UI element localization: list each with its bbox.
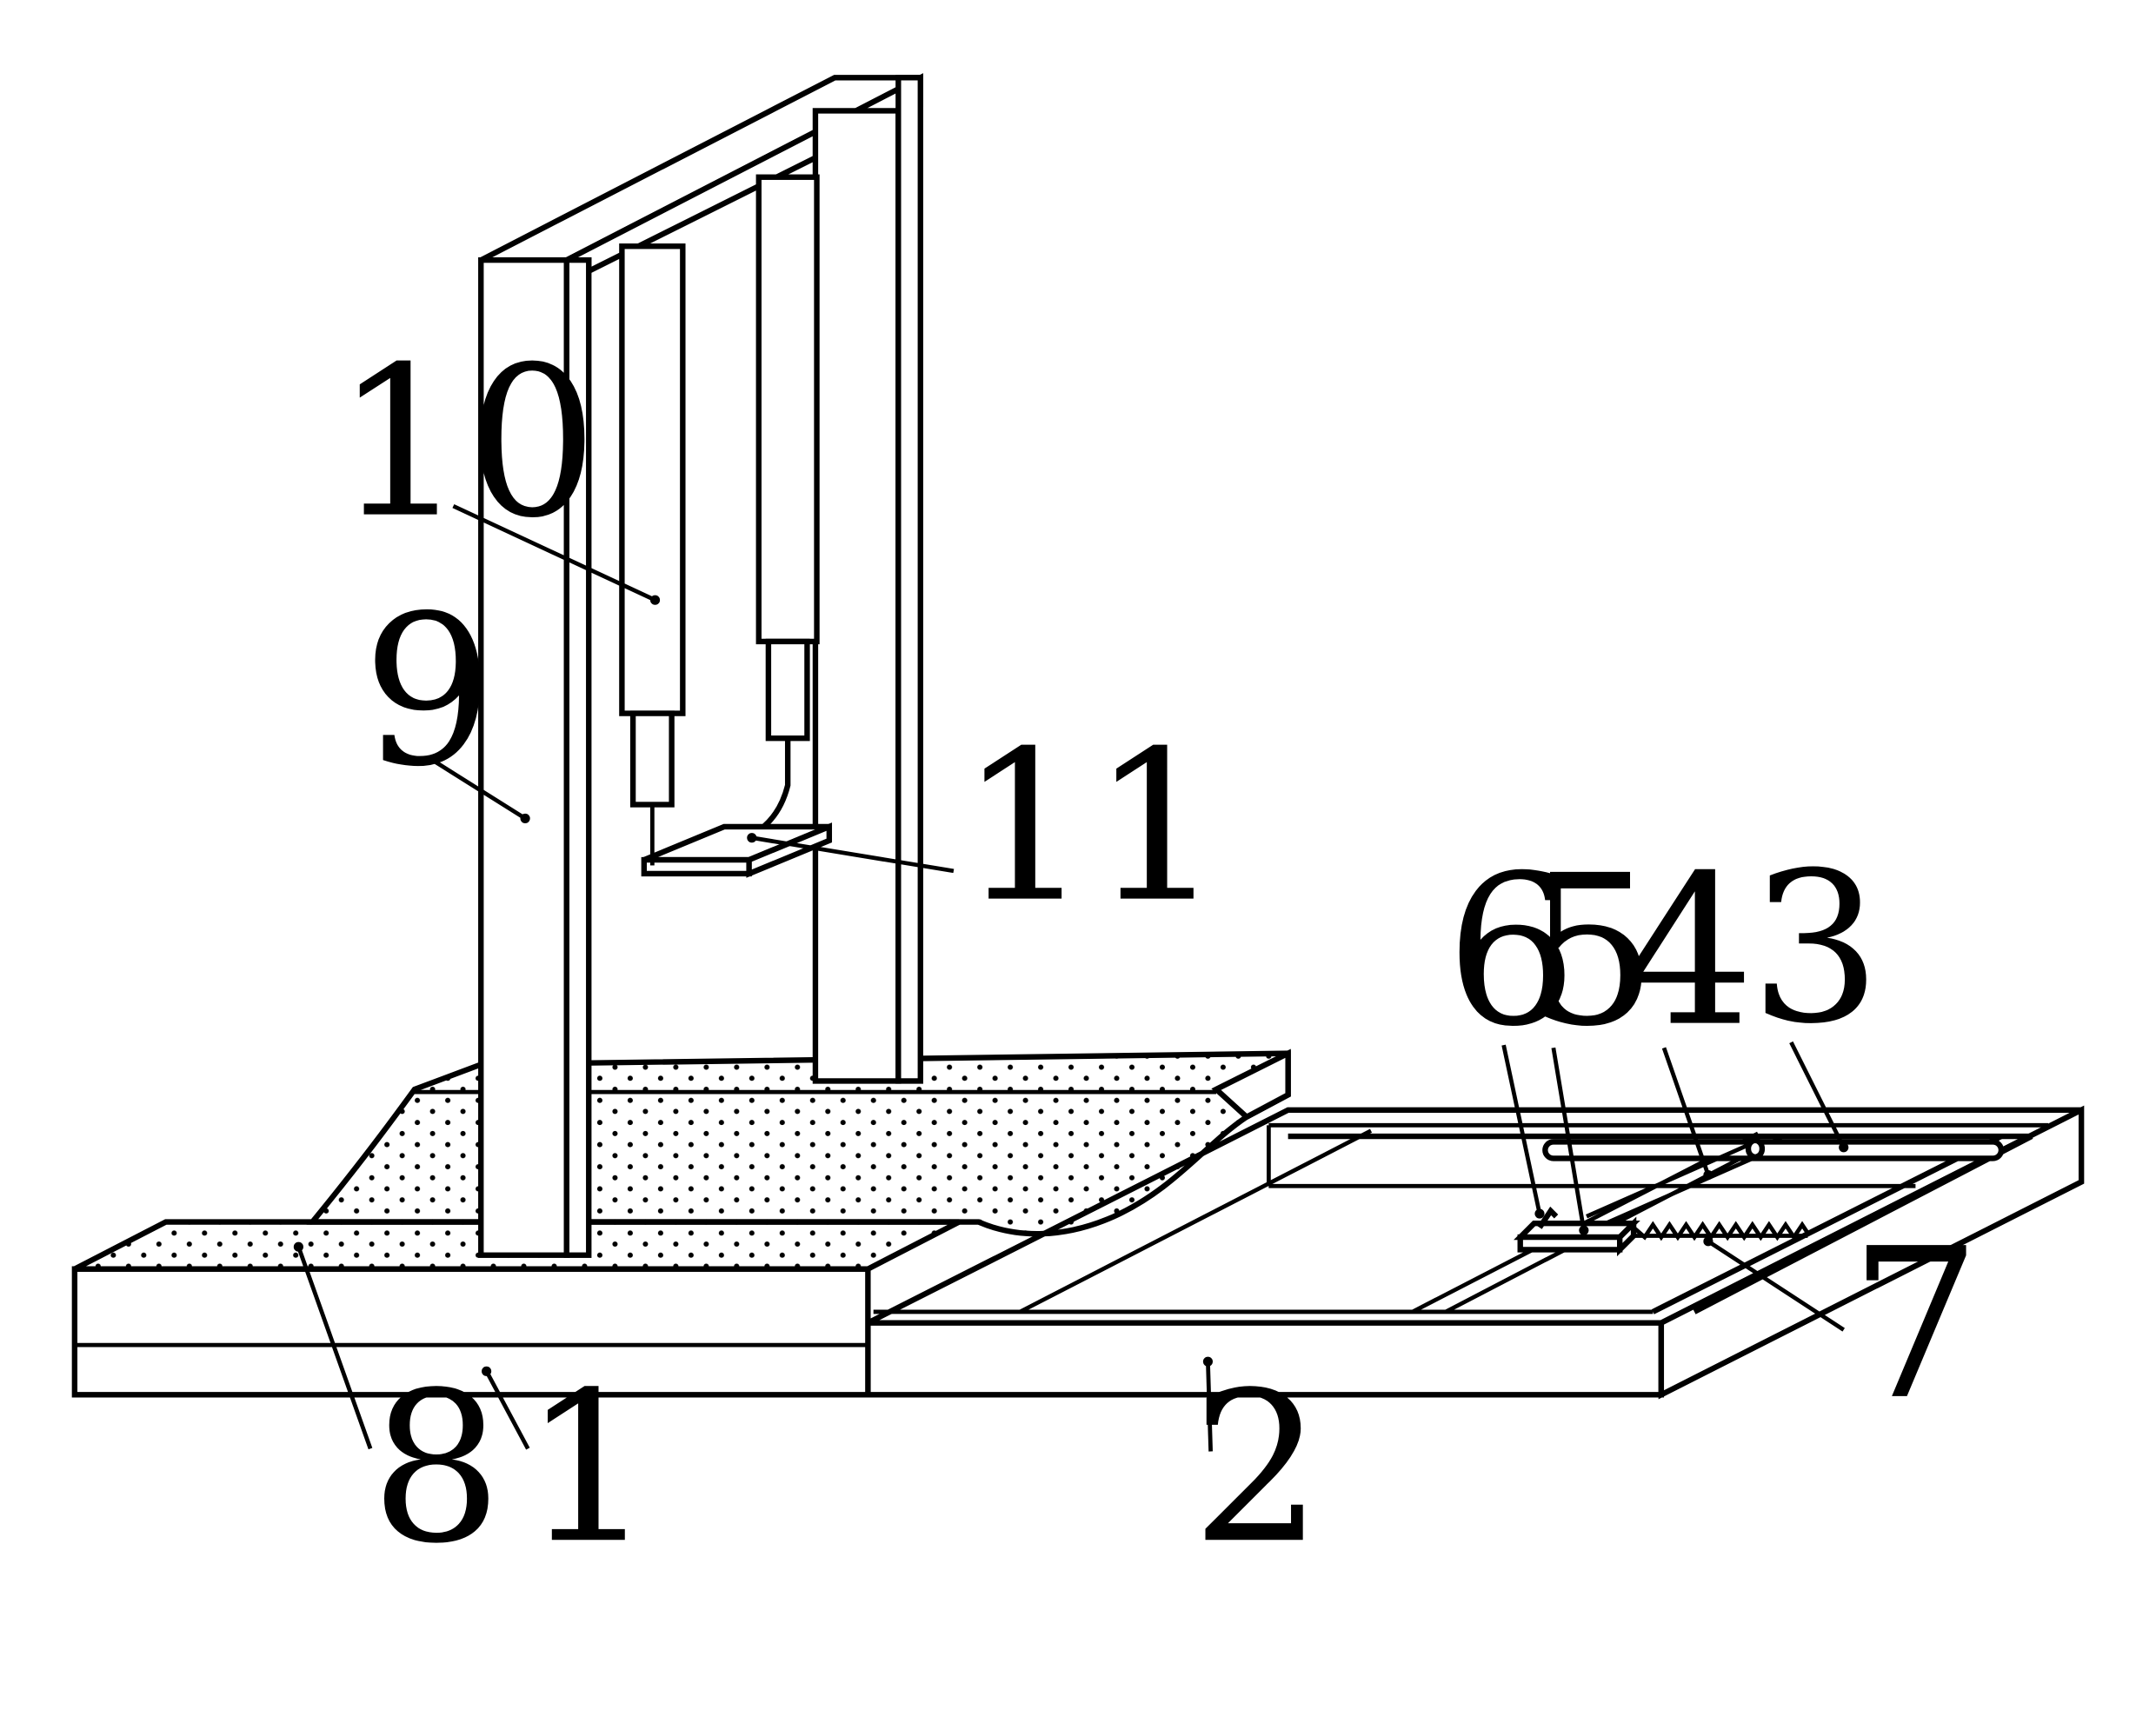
callout-11: 11 [959,708,1222,948]
callout-10: 10 [335,323,598,564]
serrated-rack [1632,1221,1810,1241]
callout-5: 5 [1526,832,1658,1073]
slot-track [1542,1139,2005,1161]
callout-4: 4 [1622,832,1754,1073]
callout-2: 2 [1191,1348,1323,1589]
leader-lines [293,503,1849,1452]
right-base-plate [865,1105,2085,1400]
callout-6: 6 [1446,832,1578,1073]
callout-9: 9 [363,572,495,813]
callout-labels: 10 9 11 6 5 4 3 7 8 1 2 [335,323,1981,1590]
callout-3: 3 [1750,829,1882,1070]
hydraulic-cylinders [619,174,820,855]
callout-7: 7 [1849,1205,1981,1446]
pressing-plate [641,822,833,878]
callout-1: 1 [522,1348,655,1589]
callout-8: 8 [370,1348,502,1589]
slider-block [1514,1206,1640,1257]
slide-rod [1586,1137,1766,1230]
gantry-frame [478,73,923,1258]
